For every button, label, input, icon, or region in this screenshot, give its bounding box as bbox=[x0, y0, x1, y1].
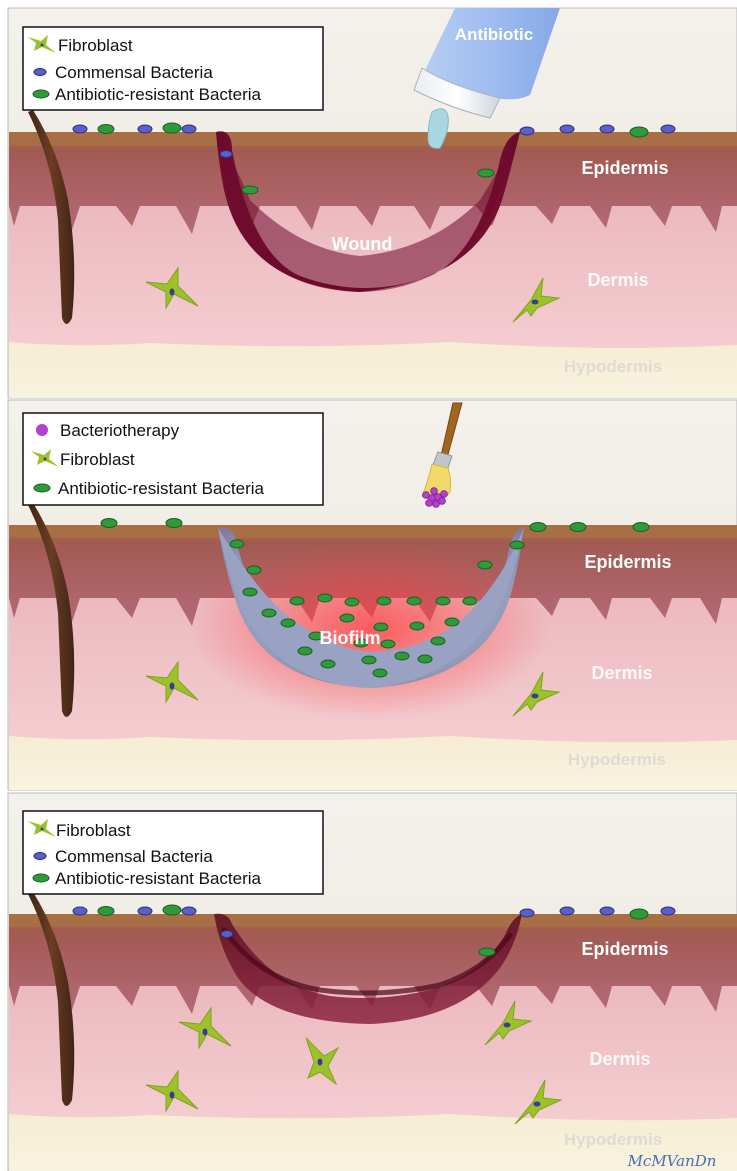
legend-label: Antibiotic-resistant Bacteria bbox=[58, 479, 265, 498]
resistant-bacterium bbox=[101, 519, 117, 528]
epidermis-label: Epidermis bbox=[581, 939, 668, 959]
resistant-bacteria-icon bbox=[33, 90, 49, 98]
commensal-bacterium bbox=[182, 125, 196, 133]
legend-label: Antibiotic-resistant Bacteria bbox=[55, 85, 262, 104]
commensal-bacterium bbox=[138, 125, 152, 133]
resistant-bacterium bbox=[98, 125, 114, 134]
legend-label: Fibroblast bbox=[56, 821, 131, 840]
biofilm-label: Biofilm bbox=[320, 628, 381, 648]
commensal-bacterium bbox=[220, 151, 232, 158]
antibiotic-label: Antibiotic bbox=[455, 25, 533, 44]
hypodermis-label: Hypodermis bbox=[568, 750, 666, 769]
commensal-bacterium bbox=[560, 907, 574, 915]
legend-panel-1: Fibroblast Commensal Bacteria Antibiotic… bbox=[23, 27, 323, 110]
resistant-bacterium bbox=[510, 541, 524, 549]
dermis-label: Dermis bbox=[587, 270, 648, 290]
commensal-bacterium bbox=[600, 907, 614, 915]
resistant-bacteria-icon bbox=[33, 874, 49, 882]
commensal-bacterium bbox=[520, 127, 534, 135]
commensal-bacterium bbox=[73, 907, 87, 915]
epidermis-label: Epidermis bbox=[581, 158, 668, 178]
commensal-bacteria-icon bbox=[34, 853, 46, 860]
legend-label: Commensal Bacteria bbox=[55, 63, 213, 82]
commensal-bacterium bbox=[661, 907, 675, 915]
panel-2: Biofilm Epidermis Dermis Hypodermis Bact… bbox=[8, 400, 737, 790]
legend-label: Fibroblast bbox=[60, 450, 135, 469]
resistant-bacterium bbox=[98, 907, 114, 916]
resistant-bacterium bbox=[630, 127, 648, 137]
resistant-bacterium bbox=[633, 523, 649, 532]
commensal-bacteria-icon bbox=[34, 69, 46, 76]
commensal-bacterium bbox=[560, 125, 574, 133]
panel-1: Antibiotic Wound Epidermis Dermis Hypode… bbox=[8, 8, 737, 398]
hypodermis-label: Hypodermis bbox=[564, 1130, 662, 1149]
resistant-bacterium bbox=[242, 186, 258, 194]
legend-panel-2: Bacteriotherapy Fibroblast Antibiotic-re… bbox=[23, 413, 323, 505]
resistant-bacterium bbox=[570, 523, 586, 532]
wound-label: Wound bbox=[332, 234, 393, 254]
bacteriotherapy-icon bbox=[36, 424, 48, 436]
dermis-label: Dermis bbox=[589, 1049, 650, 1069]
resistant-bacterium bbox=[630, 909, 648, 919]
commensal-bacterium bbox=[138, 907, 152, 915]
artist-signature: McMVanDn bbox=[627, 1152, 717, 1170]
commensal-bacterium bbox=[661, 125, 675, 133]
legend-panel-3: Fibroblast Commensal Bacteria Antibiotic… bbox=[23, 811, 323, 894]
resistant-bacterium bbox=[478, 169, 494, 177]
legend-label: Fibroblast bbox=[58, 36, 133, 55]
commensal-bacterium bbox=[73, 125, 87, 133]
epidermis-label: Epidermis bbox=[584, 552, 671, 572]
commensal-bacterium bbox=[520, 909, 534, 917]
commensal-bacterium bbox=[221, 931, 233, 938]
resistant-bacterium bbox=[163, 123, 181, 133]
commensal-bacterium bbox=[600, 125, 614, 133]
legend-label: Commensal Bacteria bbox=[55, 847, 213, 866]
commensal-bacterium bbox=[182, 907, 196, 915]
resistant-bacterium bbox=[163, 905, 181, 915]
resistant-bacterium bbox=[166, 519, 182, 528]
resistant-bacterium bbox=[479, 948, 495, 956]
legend-label: Bacteriotherapy bbox=[60, 421, 180, 440]
legend-label: Antibiotic-resistant Bacteria bbox=[55, 869, 262, 888]
resistant-bacteria-icon bbox=[34, 484, 50, 492]
hypodermis-label: Hypodermis bbox=[564, 357, 662, 376]
dermis-label: Dermis bbox=[591, 663, 652, 683]
resistant-bacterium bbox=[530, 523, 546, 532]
panel-3: Epidermis Dermis Hypodermis McMVanDn Fib… bbox=[8, 793, 737, 1171]
